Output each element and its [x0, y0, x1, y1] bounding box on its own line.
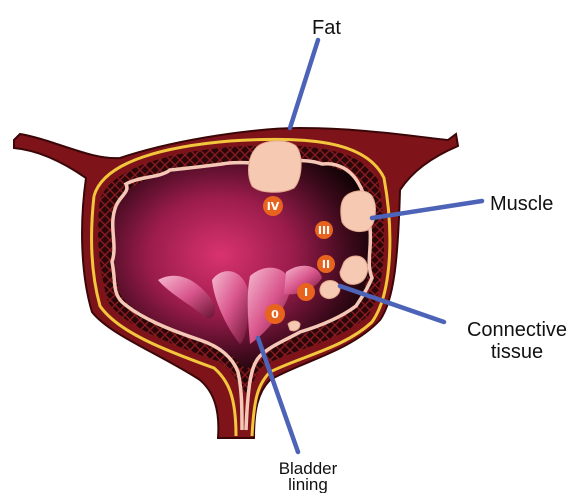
stage-badge-iv: IV [263, 196, 283, 216]
svg-text:III: III [318, 224, 330, 237]
tumor-stage-i [320, 281, 340, 299]
svg-text:IV: IV [267, 200, 280, 213]
tumor-stage-iii [341, 191, 376, 232]
tumor-stage-iv [249, 141, 302, 192]
svg-text:II: II [322, 258, 330, 271]
stage-badge-iii: III [315, 221, 333, 239]
pointer-fat [290, 40, 318, 128]
stage-badge-i: I [297, 283, 315, 301]
label-fat: Fat [312, 17, 341, 39]
tumor-stage-0 [288, 321, 300, 331]
svg-text:I: I [304, 286, 308, 299]
svg-text:0: 0 [271, 308, 279, 321]
stage-badge-ii: II [317, 255, 335, 273]
label-connective-line1: Connective [467, 319, 567, 341]
label-muscle: Muscle [490, 193, 553, 215]
label-bladder-line2: lining [288, 475, 328, 493]
stage-badge-0: 0 [265, 304, 285, 324]
label-connective-line2: tissue [491, 341, 543, 363]
